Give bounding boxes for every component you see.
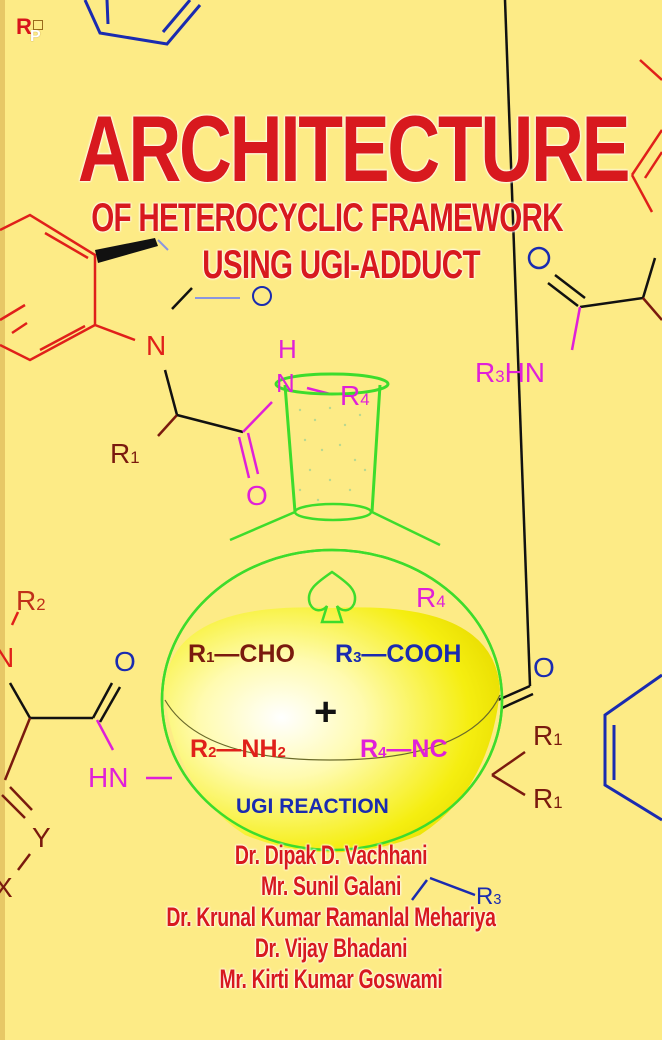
label-n-lower-left: N xyxy=(0,642,15,673)
label-n-amide: N xyxy=(276,368,295,398)
label-r2-lower-left: R2 xyxy=(16,585,46,616)
label-h-amide: H xyxy=(278,334,297,364)
spade-icon xyxy=(307,570,357,624)
label-o-lower-right: O xyxy=(533,652,555,683)
reactant-isocyanide: R4—NC xyxy=(360,735,448,763)
label-r3-bottom: R3 xyxy=(476,883,502,910)
author-name: Dr. Dipak D. Vachhani xyxy=(234,840,428,870)
flask-neck-speckles xyxy=(298,406,367,502)
top-right-red-ring xyxy=(630,59,662,213)
right-blue-ring xyxy=(603,673,662,822)
label-hn-lower-left: HN xyxy=(88,762,129,793)
ugi-reaction-label: UGI REACTION xyxy=(236,795,389,818)
faint-blue-bonds xyxy=(157,239,272,306)
title-line-1: ARCHITECTURE xyxy=(77,96,631,201)
top-benzene-ring-fragment xyxy=(83,0,202,46)
author-name: Dr. Krunal Kumar Ramanlal Mehariya xyxy=(166,902,496,932)
title-line-2: OF HETEROCYCLIC FRAMEWORK xyxy=(91,196,563,240)
author-name: Mr. Kirti Kumar Goswami xyxy=(219,964,443,994)
round-bottom-flask xyxy=(160,372,504,853)
label-o-lower-left: O xyxy=(114,646,136,677)
label-r1-lower-right-a: R1 xyxy=(533,720,563,751)
label-x: X xyxy=(0,872,13,903)
lower-left-chain xyxy=(1,611,172,871)
label-r3hn-right: R3HN xyxy=(475,357,546,388)
upper-left-red-ring xyxy=(0,213,136,362)
label-r4-amide: R4 xyxy=(340,380,370,411)
plus-sign: + xyxy=(314,690,338,734)
bottom-blue-bond xyxy=(411,876,476,901)
logo-letter-p: P xyxy=(30,28,41,45)
label-r1-lower-right-b: R1 xyxy=(533,783,563,814)
label-n-left: N xyxy=(146,330,167,361)
author-list: Dr. Dipak D. Vachhani Mr. Sunil Galani D… xyxy=(0,840,662,995)
label-r1-left: R1 xyxy=(110,438,140,469)
title-line-3: USING UGI-ADDUCT xyxy=(202,243,480,287)
lower-right-structure xyxy=(491,0,534,797)
label-y: Y xyxy=(32,822,51,853)
spine-edge xyxy=(0,0,5,1040)
label-o-carbonyl-left: O xyxy=(246,480,268,511)
author-name: Mr. Sunil Galani xyxy=(260,871,402,901)
author-name: Dr. Vijay Bhadani xyxy=(254,933,408,963)
reactant-carboxylic-acid: R3—COOH xyxy=(335,640,462,668)
publisher-logo: R P xyxy=(16,16,56,48)
logo-frame xyxy=(33,20,43,30)
wedge-bond xyxy=(95,238,158,263)
reactant-aldehyde: R1—CHO xyxy=(188,640,295,668)
top-right-chain xyxy=(547,257,657,309)
label-r4-flask: R4 xyxy=(416,582,446,613)
reactant-amine: R2—NH2 xyxy=(190,735,286,763)
logo-letter-r: R xyxy=(16,14,32,39)
